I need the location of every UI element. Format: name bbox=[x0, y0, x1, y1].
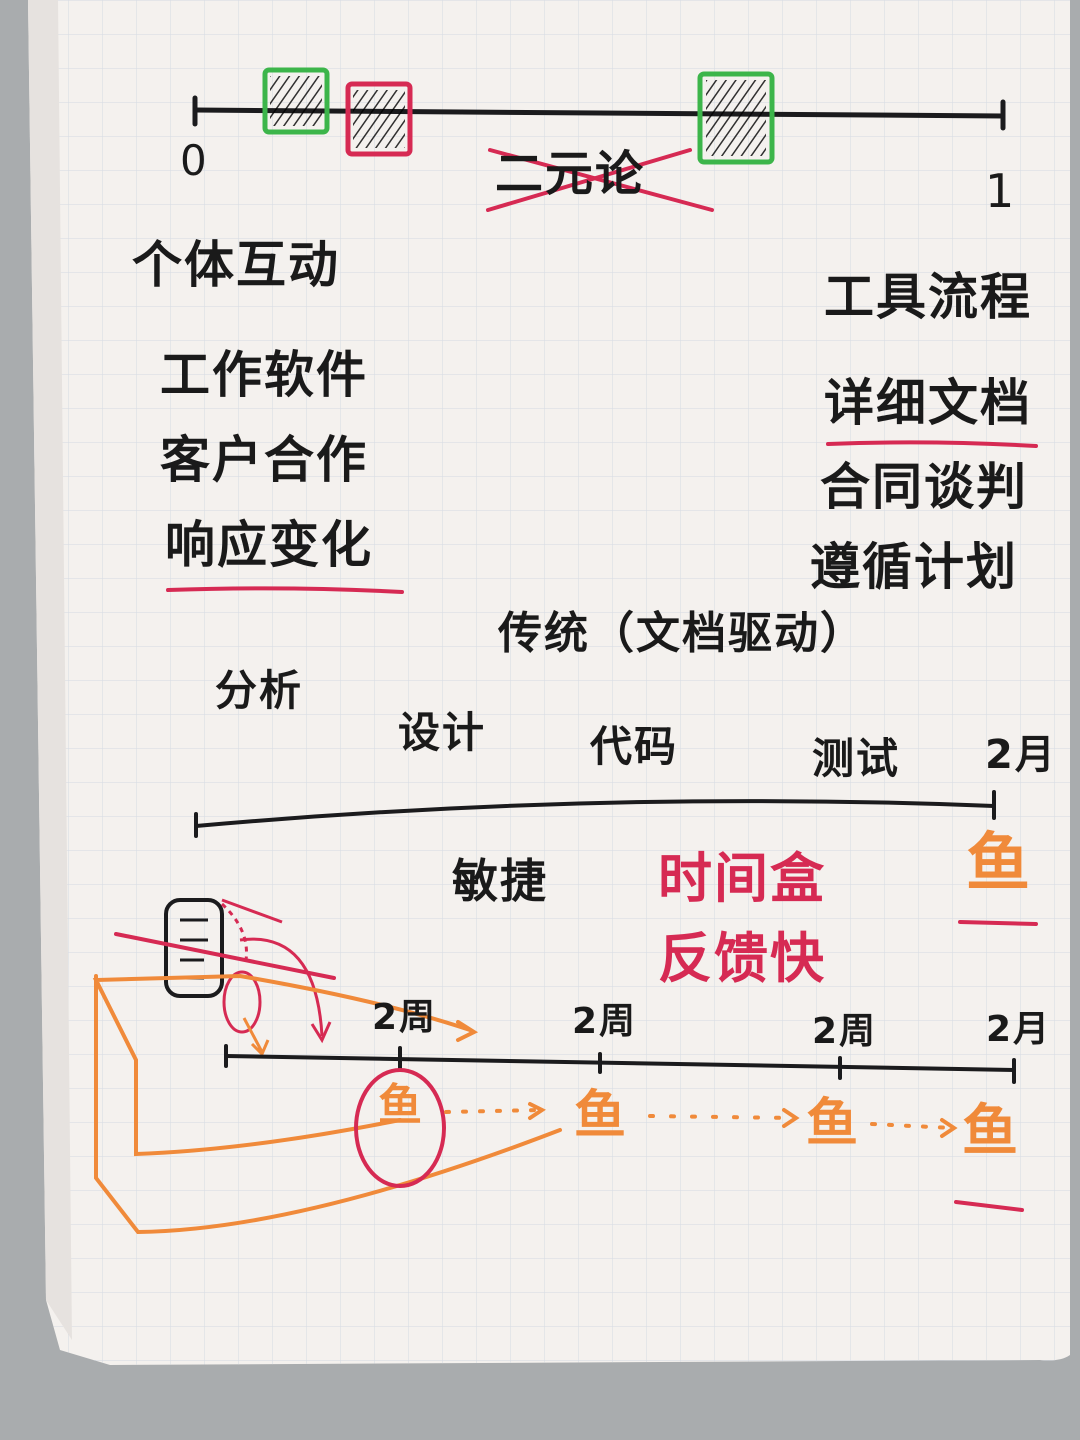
phase-code: 代码 bbox=[590, 722, 679, 771]
right-value-2: 详细文档 bbox=[824, 374, 1032, 432]
traditional-deliverable-underline bbox=[958, 920, 1038, 926]
left-value-4: 响应变化 bbox=[165, 516, 373, 574]
right-value-3: 合同谈判 bbox=[820, 458, 1028, 516]
first-iteration-circle bbox=[354, 1068, 446, 1188]
crossed-out-strokes bbox=[486, 148, 714, 212]
iteration-fish-2: 鱼 bbox=[574, 1086, 629, 1146]
right-values-underline bbox=[826, 440, 1038, 448]
agile-deliverable-underline bbox=[954, 1200, 1024, 1212]
phase-analysis: 分析 bbox=[215, 666, 304, 715]
right-value-4: 遵循计划 bbox=[810, 538, 1018, 596]
requirements-note bbox=[114, 898, 336, 1057]
fast-feedback-label: 反馈快 bbox=[658, 927, 826, 990]
traditional-end-label: 2月 bbox=[985, 732, 1057, 778]
phase-design: 设计 bbox=[398, 708, 487, 757]
green-marker-left bbox=[262, 67, 330, 135]
iteration-label-2: 2周 bbox=[572, 1001, 638, 1042]
left-value-2: 工作软件 bbox=[160, 346, 368, 404]
agile-timeline bbox=[224, 1044, 1016, 1084]
scale-one-label: 1 bbox=[985, 164, 1017, 218]
scale-zero-label: 0 bbox=[180, 136, 209, 185]
iteration-label-3: 2周 bbox=[812, 1011, 878, 1052]
red-marker bbox=[345, 81, 413, 157]
agile-title: 敏捷 bbox=[452, 854, 548, 908]
timebox-label: 时间盒 bbox=[658, 847, 826, 910]
left-values-underline bbox=[166, 586, 404, 594]
iteration-fish-1: 鱼 bbox=[378, 1080, 424, 1131]
left-value-3: 客户合作 bbox=[160, 431, 368, 489]
iteration-arrows bbox=[444, 1102, 958, 1138]
feedback-loops bbox=[92, 973, 562, 1235]
left-value-1: 个体互动 bbox=[132, 236, 340, 294]
crossed-word: 二元论 bbox=[495, 146, 646, 202]
iteration-label-4: 2月 bbox=[986, 1009, 1052, 1050]
green-marker-right bbox=[697, 71, 775, 165]
phase-test: 测试 bbox=[812, 734, 901, 783]
iteration-fish-3: 鱼 bbox=[806, 1094, 861, 1154]
iteration-fish-4: 鱼 bbox=[962, 1099, 1020, 1164]
traditional-title: 传统（文档驱动） bbox=[498, 608, 866, 659]
iteration-label-1: 2周 bbox=[372, 997, 438, 1038]
traditional-deliverable-fish: 鱼 bbox=[966, 827, 1032, 901]
traditional-timeline bbox=[194, 790, 996, 838]
right-value-1: 工具流程 bbox=[824, 268, 1032, 326]
paper-sheet bbox=[28, 0, 1070, 1365]
